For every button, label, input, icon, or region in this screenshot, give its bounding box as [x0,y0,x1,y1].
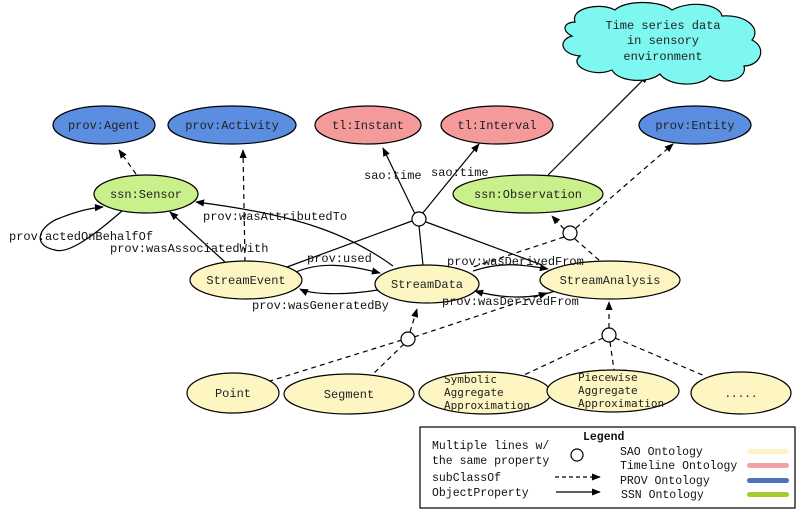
cloud-line-3: environment [623,50,702,64]
cloud-shape [562,1,762,85]
edges [39,74,706,382]
edge-junction2-observation [551,215,565,230]
legend-objectproperty: ObjectProperty [432,487,529,500]
edge-junction4-sax [523,337,604,376]
node-label-line: Aggregate [444,386,504,399]
node-label: ssn:Sensor [110,188,182,202]
edge-used [295,264,381,275]
edge-junction3-streamdata [409,308,419,333]
edge-was-associated-with [169,211,226,263]
cloud-line-1: Time series data [605,19,720,33]
edge-junction-streamdata [418,225,424,266]
node-tl-instant[interactable]: tl:Instant [314,105,422,145]
label-was-derived-from-2: prov:wasDerivedFrom [442,295,579,309]
legend-swatch-sao [747,449,789,454]
node-label: Segment [324,388,374,402]
node-stream-data[interactable]: StreamData [374,264,480,304]
node-point[interactable]: Point [186,372,280,414]
cloud-time-series: Time series data in sensory environment [562,1,762,85]
junction-circle [411,211,427,227]
node-label-line: Symbolic [444,373,497,386]
label-used: prov:used [307,252,372,266]
legend-timeline-ontology: Timeline Ontology [620,460,737,473]
node-label: Point [215,387,251,401]
edge-junction2-streamanalysis [574,238,601,262]
label-was-attributed-to: prov:wasAttributedTo [203,210,347,224]
legend-prov-ontology: PROV Ontology [620,475,710,488]
node-label: StreamAnalysis [560,274,661,288]
legend-box [419,426,796,509]
edge-junction-streamanalysis [425,221,543,266]
edge-sao-time-instant [382,147,416,215]
legend: Legend Multiple lines w/ the same proper… [419,426,796,509]
node-prov-agent[interactable]: prov:Agent [52,105,156,145]
legend-multiple-lines-1: Multiple lines w/ [432,440,549,453]
label-was-derived-from-1: prov:wasDerivedFrom [447,255,584,269]
node-more[interactable]: ..... [690,371,792,415]
edge-junction4-more [614,337,706,377]
junctions [400,211,617,347]
node-label: StreamData [391,278,463,292]
edge-observation-cloud [547,74,649,176]
label-was-associated-with: prov:wasAssociatedWith [110,242,268,256]
node-sax[interactable]: Symbolic Aggregate Approximation [418,371,552,415]
edge-was-derived-from-1 [472,264,549,272]
junction-circle [400,331,416,347]
edge-was-attributed-to [195,199,394,267]
legend-junction-circle [570,448,584,462]
node-label: prov:Agent [68,119,140,133]
node-label-line: Approximation [578,397,664,410]
edge-sensor-subclass-agent [118,149,137,175]
legend-ssn-ontology: SSN Ontology [621,489,704,502]
legend-sao-ontology: SAO Ontology [620,446,703,459]
edge-labels: prov:actedOnBehalfOf prov:wasAssociatedW… [9,166,584,313]
junction-circle [601,327,617,343]
label-sao-time-2: sao:time [431,166,489,180]
node-label: StreamEvent [206,274,285,288]
legend-multiple-lines-2: the same property [432,455,549,468]
node-ssn-observation[interactable]: ssn:Observation [452,174,604,214]
edge-streamevent-subclass-activity [239,149,247,263]
node-tl-interval[interactable]: tl:Interval [440,105,554,145]
edge-junction-streamevent [286,220,413,268]
legend-swatch-timeline [747,463,789,468]
edge-junction3-segment [371,343,405,376]
cloud-line-2: in sensory [627,34,699,48]
node-prov-activity[interactable]: prov:Activity [167,105,297,145]
legend-title: Legend [583,431,625,444]
edge-was-generated-by [299,288,379,296]
edge-acted-on-behalf-of [39,204,123,252]
node-label: ..... [724,387,757,400]
junction-circle [562,225,578,241]
node-label-line: Piecewise [578,371,638,384]
node-segment[interactable]: Segment [283,373,415,415]
legend-subclassof: subClassOf [432,472,501,485]
node-label: prov:Activity [185,119,279,133]
label-was-generated-by: prov:wasGeneratedBy [252,299,389,313]
label-acted-on-behalf-of: prov:actedOnBehalfOf [9,230,153,244]
node-label-line: Approximation [444,399,530,412]
node-paa[interactable]: Piecewise Aggregate Approximation [546,369,680,413]
node-label: tl:Interval [457,119,536,133]
legend-swatch-ssn [747,492,789,497]
node-label: ssn:Observation [474,188,582,202]
node-stream-analysis[interactable]: StreamAnalysis [539,260,681,300]
edge-sao-time-interval [421,143,480,215]
legend-swatch-prov [747,478,789,483]
label-sao-time-1: sao:time [364,169,422,183]
edge-junction2-entity [575,143,674,229]
node-label: prov:Entity [655,119,734,133]
edge-junction4-paa [609,341,615,371]
edge-junction2-streamdata [469,236,565,269]
node-prov-entity[interactable]: prov:Entity [638,105,752,145]
node-ssn-sensor[interactable]: ssn:Sensor [93,174,199,214]
node-label: tl:Instant [332,119,404,133]
node-stream-event[interactable]: StreamEvent [189,260,303,300]
node-label-line: Aggregate [578,384,638,397]
